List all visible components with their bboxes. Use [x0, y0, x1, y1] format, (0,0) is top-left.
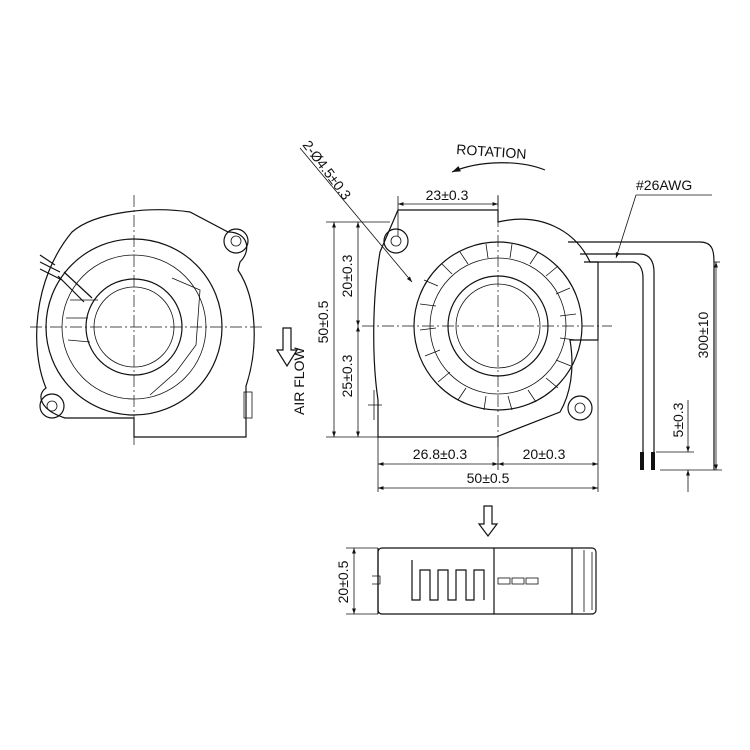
air-flow-arrow-left: [275, 327, 299, 368]
dim-thickness: [346, 547, 378, 615]
wire-gauge-label: #26AWG: [636, 177, 692, 193]
dim-top-width: [397, 196, 499, 236]
dim-thickness-label: 20±0.5: [335, 560, 351, 603]
dim-total-width-label: 50±0.5: [467, 470, 510, 486]
wire-gauge-leader: [615, 194, 712, 259]
fan-side-view: [372, 547, 597, 615]
fan-front-view: [362, 195, 612, 450]
rotation-label: ROTATION: [456, 141, 527, 162]
dim-top-width-label: 23±0.3: [426, 187, 469, 203]
hole-spec-leader: [299, 147, 413, 283]
air-flow-arrow-down: [477, 505, 499, 537]
dim-wire-length-label: 300±10: [695, 311, 711, 358]
wire-bundle: [568, 241, 715, 470]
dim-lower-height-label: 25±0.3: [339, 354, 355, 397]
air-flow-label: AIR FLOW: [291, 347, 307, 415]
dim-right-offset-label: 20±0.3: [523, 446, 566, 462]
rotation-arrow: [451, 162, 546, 173]
dim-upper-height-label: 20±0.3: [339, 254, 355, 297]
dim-strip-length-label: 5±0.3: [670, 402, 686, 437]
dim-strip-length: [656, 400, 694, 492]
hole-spec-label: 2-Ø4.5±0.3: [300, 137, 355, 203]
dim-height-total-label: 50±0.5: [315, 300, 331, 343]
fan-back-view: [30, 195, 262, 445]
dim-wire-length: [660, 261, 722, 471]
dim-left-offset-label: 26.8±0.3: [413, 446, 468, 462]
dim-bottom-split: [377, 340, 599, 492]
